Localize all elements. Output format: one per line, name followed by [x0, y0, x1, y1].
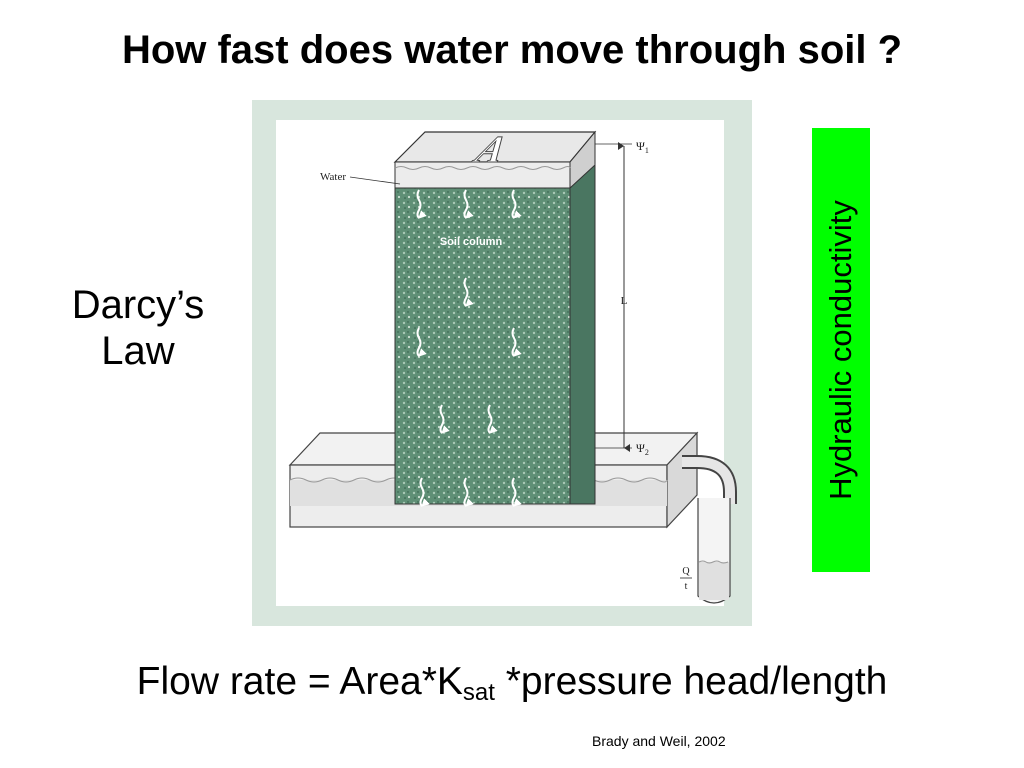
flow-t-label: t [685, 581, 688, 592]
citation: Brady and Weil, 2002 [592, 733, 726, 749]
flow-arrows [416, 189, 522, 507]
psi1-label: Ψ1 [636, 139, 649, 155]
darcy-formula: Flow rate = Area*Ksat *pressure head/len… [0, 660, 1024, 707]
flow-arrow [416, 327, 427, 357]
flow-arrow [419, 477, 430, 507]
flow-arrow [511, 477, 522, 507]
collected-water-surface [698, 560, 729, 564]
flow-q-label: Q [682, 566, 690, 577]
flow-arrow [463, 477, 474, 507]
formula-part-2: *pressure head/length [494, 660, 888, 703]
soil-column-diagram: A Water Soil column L Ψ1 Ψ2 [276, 120, 737, 606]
column-side-face [569, 160, 596, 505]
flow-arrow [439, 404, 450, 434]
hydraulic-conductivity-box: Hydraulic conductivity [812, 128, 870, 572]
flow-arrow [416, 189, 427, 219]
slide-title: How fast does water move through soil ? [121, 28, 903, 72]
soil-column-label: Soil column [440, 236, 503, 248]
water-leader-line [349, 176, 401, 185]
flow-arrow [463, 277, 474, 307]
outlet-pipe-inner [682, 457, 735, 504]
length-label: L [621, 295, 628, 307]
flow-arrow [463, 189, 474, 219]
hydraulic-conductivity-label: Hydraulic conductivity [823, 200, 858, 500]
darcys-law-label: Darcy’s Law [50, 282, 226, 374]
collected-water [699, 562, 729, 600]
soil-column-body [394, 187, 571, 505]
soil-column-figure: A Water Soil column L Ψ1 Ψ2 [252, 100, 752, 626]
flow-arrow [487, 404, 498, 434]
flow-arrow [511, 327, 522, 357]
water-label: Water [320, 171, 346, 183]
psi2-label: Ψ2 [636, 441, 649, 457]
formula-subscript: sat [462, 679, 495, 706]
formula-part-1: Flow rate = Area*K [136, 660, 463, 703]
flow-arrow [511, 189, 522, 219]
darcys-law-line-1: Darcy’s [71, 283, 205, 327]
column-water-surface [394, 166, 571, 170]
darcys-law-line-2: Law [101, 329, 175, 373]
